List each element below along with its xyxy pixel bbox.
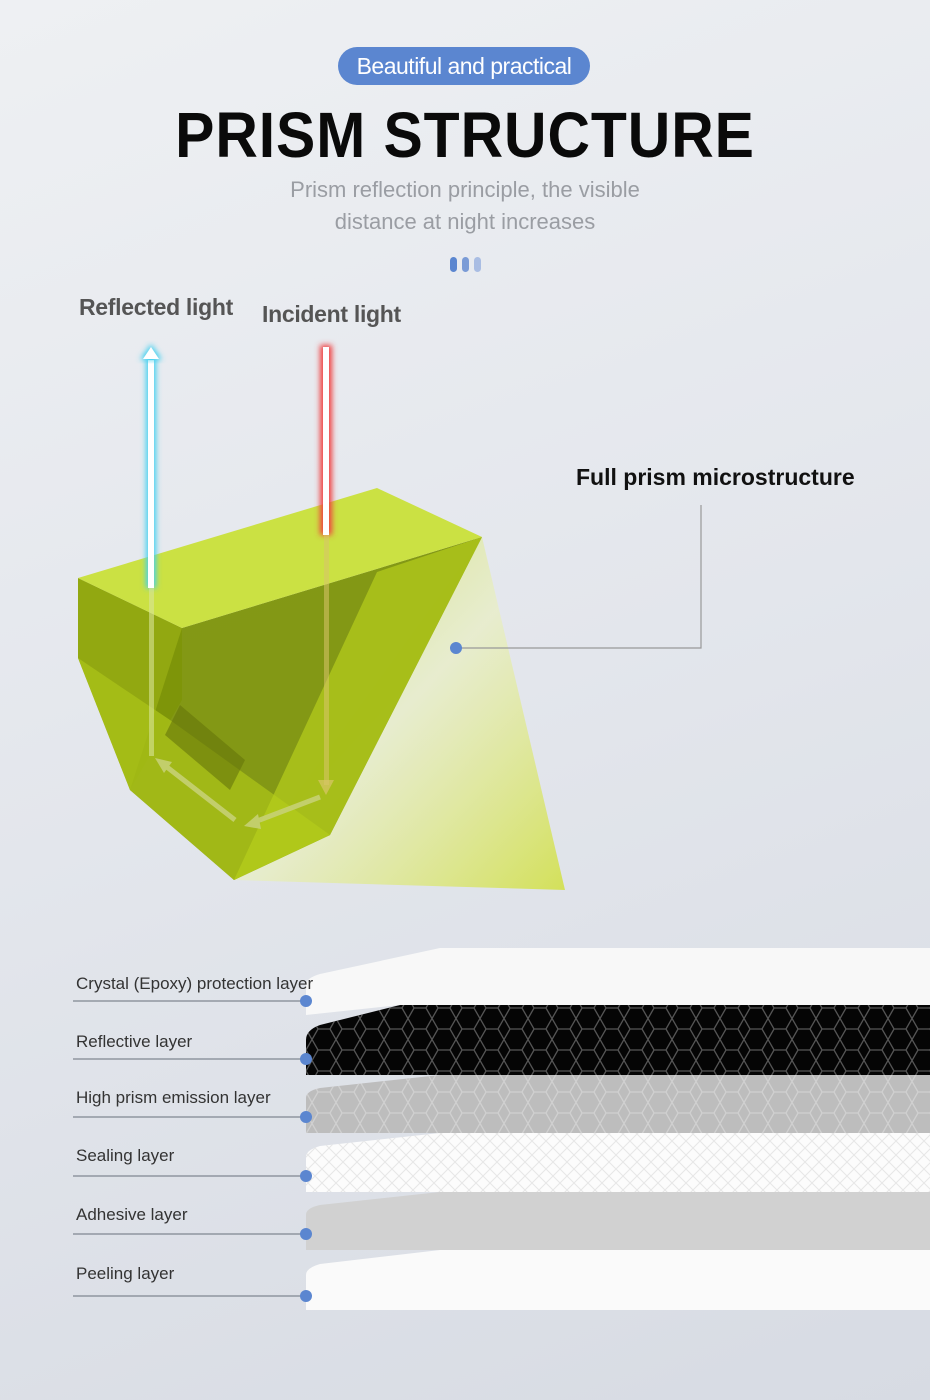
- microstructure-dot: [450, 642, 462, 654]
- microstructure-leader-line: [456, 505, 702, 649]
- layer-label: Crystal (Epoxy) protection layer: [76, 974, 314, 993]
- reflected-light-label: Reflected light: [79, 294, 233, 320]
- internal-reflection-arrows: [155, 758, 321, 829]
- tagline-badge: Beautiful and practical: [338, 47, 590, 85]
- layer-stack: [306, 948, 930, 1310]
- layer-peeling: [306, 1250, 930, 1310]
- decorative-dots: [450, 257, 481, 272]
- layer-label: Peeling layer: [76, 1264, 175, 1283]
- layer-adhesive: [306, 1192, 930, 1250]
- layer-label: Adhesive layer: [76, 1205, 188, 1224]
- layer-label: Reflective layer: [76, 1032, 193, 1051]
- page-title: PRISM STRUCTURE: [175, 99, 755, 171]
- reflected-light-arrow: [140, 344, 162, 756]
- microstructure-label: Full prism microstructure: [576, 464, 855, 490]
- layer-label: High prism emission layer: [76, 1088, 271, 1107]
- prism-icon: [78, 488, 482, 880]
- incident-light-arrow: [318, 345, 334, 795]
- layer-leader-lines: [73, 995, 312, 1302]
- incident-light-label: Incident light: [262, 301, 401, 327]
- subtitle-line-2: distance at night increases: [334, 209, 596, 234]
- subtitle-line-1: Prism reflection principle, the visible: [290, 177, 640, 202]
- layer-crystal: [306, 948, 930, 1015]
- layer-label: Sealing layer: [76, 1146, 175, 1165]
